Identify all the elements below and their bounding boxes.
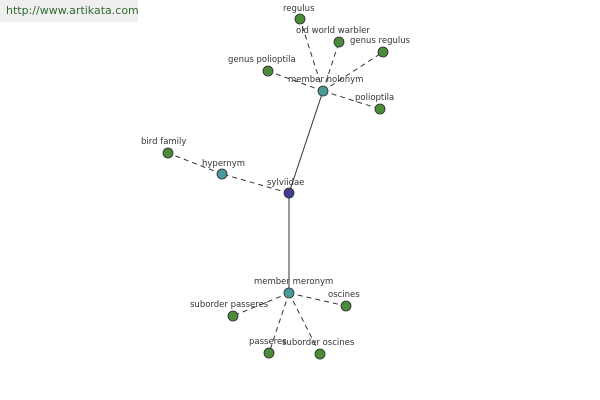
edge-member-meronym-passeres <box>268 292 290 354</box>
edge-member-holonym-regulus <box>299 18 324 92</box>
node-oscines[interactable] <box>340 300 352 312</box>
label-passeres: passeres <box>249 337 287 347</box>
label-regulus: regulus <box>283 4 315 14</box>
edge-hypernym <box>221 173 290 194</box>
node-genus-polioptila[interactable] <box>262 65 274 77</box>
label-sylviidae: sylviidae <box>267 178 304 188</box>
node-hypernym[interactable] <box>216 168 228 180</box>
label-genus-polioptila: genus polioptila <box>228 55 296 65</box>
edge-member-meronym-oscines <box>288 292 347 307</box>
label-suborder-oscines: suborder oscines <box>282 338 355 348</box>
label-suborder-passeres: suborder passeres <box>190 300 269 310</box>
node-member-meronym[interactable] <box>283 287 295 299</box>
edge-member-meronym-suborder-passeres <box>232 292 290 317</box>
edges-layer <box>167 18 384 355</box>
node-sylviidae[interactable] <box>283 187 295 199</box>
edge-member-meronym-suborder-oscines <box>288 292 321 355</box>
node-bird-family[interactable] <box>162 147 174 159</box>
labels-layer: sylviidae member holonym regulus old world … <box>141 4 411 348</box>
site-watermark: http://www.artikata.com <box>0 0 139 22</box>
node-suborder-passeres[interactable] <box>227 310 239 322</box>
edge-hypernym-bird-family <box>167 152 223 175</box>
label-oscines: oscines <box>328 290 360 300</box>
label-member-meronym: member meronym <box>254 277 333 287</box>
node-genus-regulus[interactable] <box>377 46 389 58</box>
label-genus-regulus: genus regulus <box>350 36 411 46</box>
label-bird-family: bird family <box>141 137 186 147</box>
label-old-world-warbler: old world warbler <box>296 26 370 36</box>
label-member-holonym: member holonym <box>288 75 363 85</box>
edge-member-holonym <box>288 90 324 194</box>
node-suborder-oscines[interactable] <box>314 348 326 360</box>
node-regulus[interactable] <box>294 13 306 25</box>
node-member-holonym[interactable] <box>317 85 329 97</box>
nodes-layer <box>162 13 389 360</box>
label-polioptila: polioptila <box>355 93 394 103</box>
node-polioptila[interactable] <box>374 103 386 115</box>
edge-member-holonym-polioptila <box>322 90 381 110</box>
label-hypernym: hypernym <box>202 159 245 169</box>
edge-member-holonym-genus-polioptila <box>267 70 324 92</box>
node-old-world-warbler[interactable] <box>333 36 345 48</box>
node-passeres[interactable] <box>263 347 275 359</box>
edge-member-holonym-genus-regulus <box>322 51 384 92</box>
